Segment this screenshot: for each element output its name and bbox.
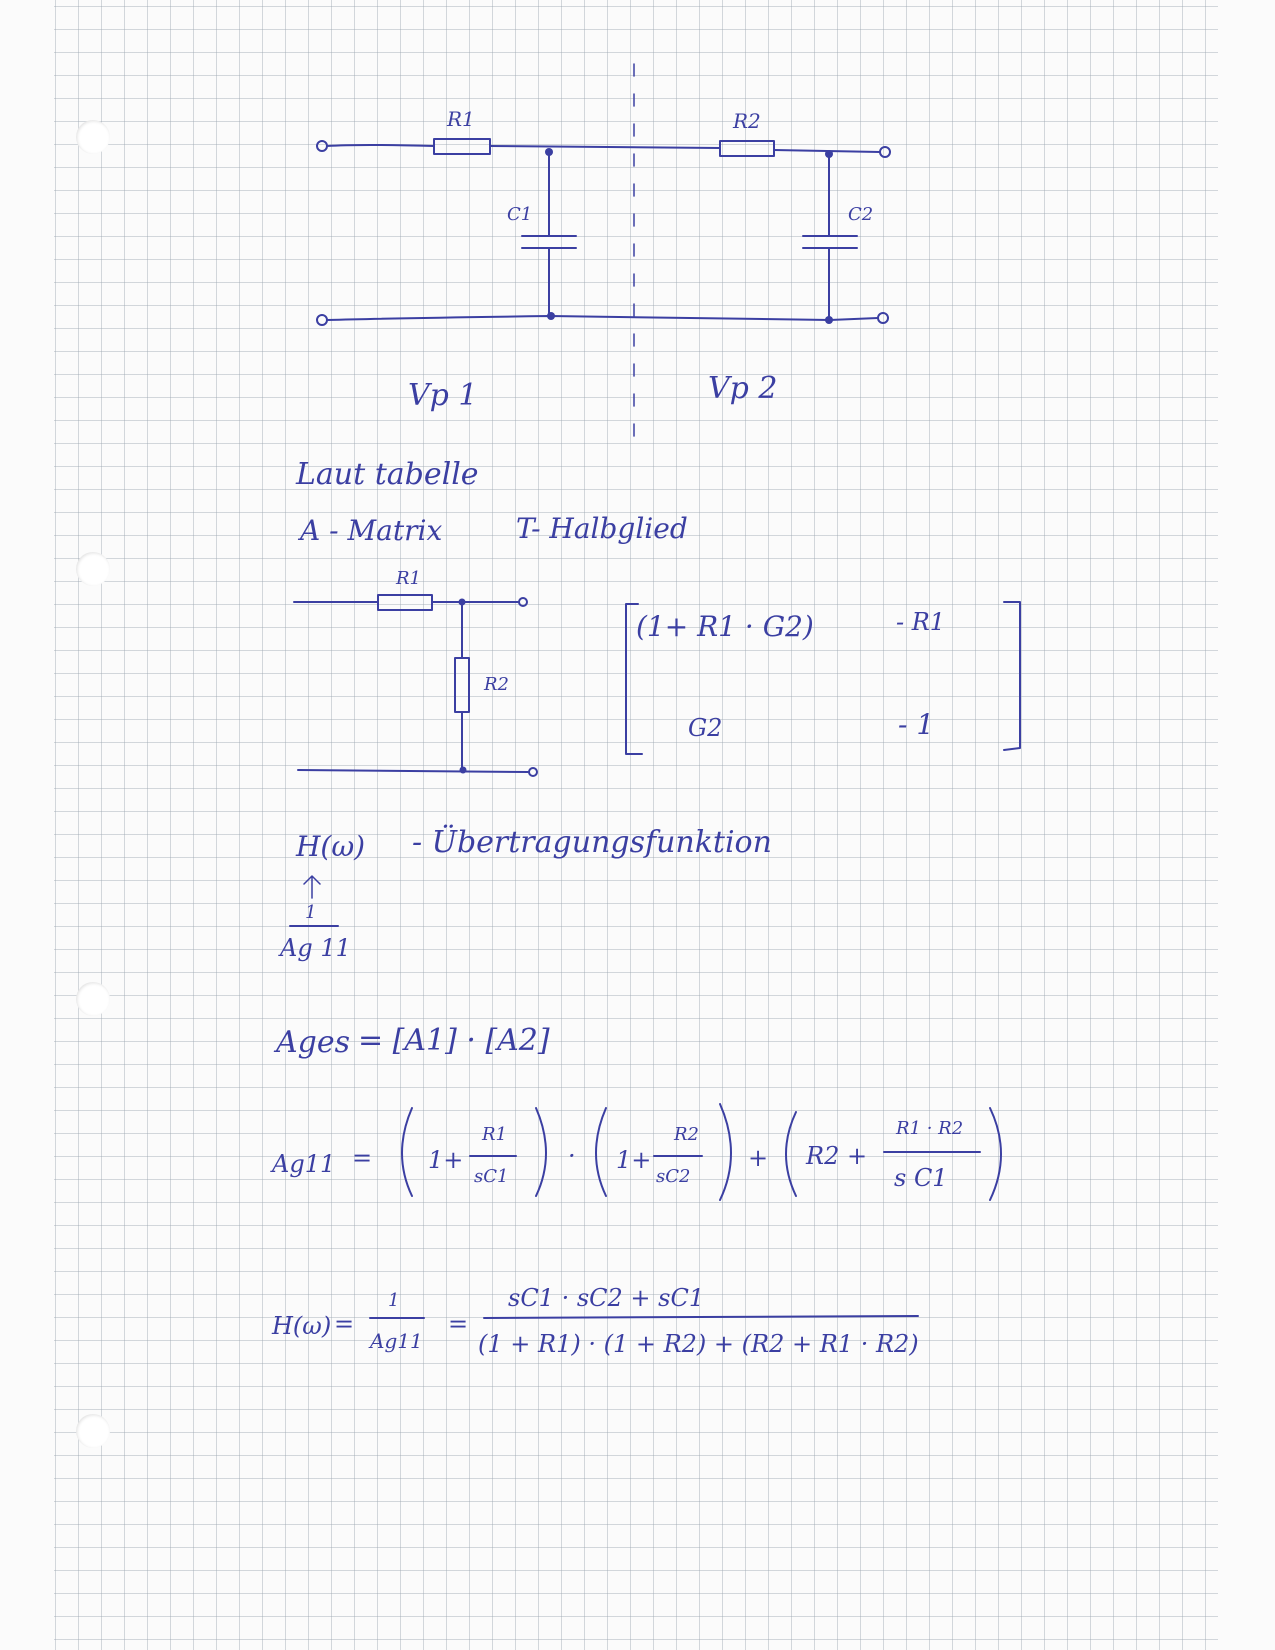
paren-close [535,1107,547,1197]
resistor-r1 [433,138,491,155]
resistor-r2 [454,657,470,713]
paren3-r2-plus: R2 + [805,1142,867,1170]
paren-close [719,1103,732,1201]
note-t-halbglied: T- Halbglied [516,512,688,545]
paren1-one-plus: 1+ [428,1146,463,1174]
h-denominator: Ag11 [368,1329,423,1353]
capacitor-c2 [802,153,858,321]
wire [297,769,529,773]
paren1-denominator: sC1 [474,1166,508,1187]
paren2-one-plus: 1+ [616,1146,651,1174]
paren3-numerator: R1 · R2 [895,1118,963,1139]
arrow-up-icon [303,874,321,899]
right-margin [1218,0,1275,1650]
paren2-numerator: R2 [673,1124,699,1145]
paren-open [595,1107,607,1197]
paren-open [401,1107,413,1197]
matrix-a11: (1+ R1 · G2) [636,610,814,643]
output-terminal-top [879,146,891,158]
h-numerator: 1 [388,1290,399,1311]
bracket-left [625,603,643,755]
big-numerator: sC1 · sC2 + sC1 [508,1284,704,1312]
label-uebertragungsfunktion: - Übertragungsfunktion [412,824,772,860]
output-terminal-bottom [877,312,889,324]
terminal [518,597,528,607]
h-equation: H(ω) = 1 Ag11 = sC1 · sC2 + sC1 (1 + R1)… [271,1284,919,1358]
t-section-circuit: R1 R2 [293,568,538,777]
label-one: 1 [305,902,316,923]
punch-hole [76,120,110,154]
equals-sign: = [352,1144,372,1172]
transfer-function: H(ω) - Übertragungsfunktion 1 Ag 11 [278,824,772,962]
label-r2: R2 [732,109,761,133]
ages-equation: Ages = [A1] · [A2] [273,1023,550,1060]
paren3-denominator: s C1 [894,1164,948,1192]
label-r2: R2 [483,674,509,695]
matrix-a12: - R1 [896,608,945,636]
fraction-bar [483,1315,919,1319]
bracket-right [1003,601,1021,751]
a-matrix: (1+ R1 · G2) - R1 G2 - 1 [625,601,1021,755]
label-c2: C2 [848,204,873,225]
equals-sign: = [334,1310,354,1338]
wire [489,145,721,149]
wire [326,315,879,321]
plus-sign: + [748,1144,768,1172]
paren2-denominator: sC2 [656,1166,690,1187]
punch-hole [76,982,110,1016]
input-terminal-top [316,140,328,152]
label-ag11: Ag 11 [278,934,351,962]
wire [326,144,435,147]
input-terminal-bottom [316,314,328,326]
h-lhs: H(ω) [271,1312,331,1340]
terminal [528,767,538,777]
paren-close [989,1107,1002,1201]
label-vp2: Vp 2 [708,371,778,406]
multiply-dot: · [568,1142,576,1170]
resistor-r1 [377,594,433,611]
paren-open [785,1111,797,1197]
matrix-a21: G2 [688,714,722,742]
label-r1: R1 [395,568,421,589]
left-margin [0,0,54,1650]
equals-sign: = [448,1310,468,1338]
note-laut-tabelle: Laut tabelle [295,457,479,492]
label-c1: C1 [507,204,532,225]
ag11-equation: Ag11 = 1+ R1 sC1 · 1+ R2 sC2 + R2 + R1 ·… [270,1103,1002,1201]
resistor-r2 [719,140,775,157]
matrix-a22: - 1 [898,708,934,741]
punch-hole [76,552,110,586]
main-circuit: R1 R2 C1 C2 Vp 1 Vp 2 [316,63,891,451]
capacitor-c1 [521,151,577,317]
label-r1: R1 [446,107,475,131]
paren1-numerator: R1 [481,1124,507,1145]
punch-hole [76,1414,110,1448]
label-vp1: Vp 1 [408,378,478,413]
ag11-lhs: Ag11 [270,1150,335,1178]
ages-rhs: = [A1] · [A2] [358,1023,550,1058]
big-denominator: (1 + R1) · (1 + R2) + (R2 + R1 · R2) [478,1330,919,1358]
ages-lhs: Ages [273,1025,350,1060]
label-h: H(ω) [295,830,365,863]
note-a-matrix: A - Matrix [297,514,442,547]
